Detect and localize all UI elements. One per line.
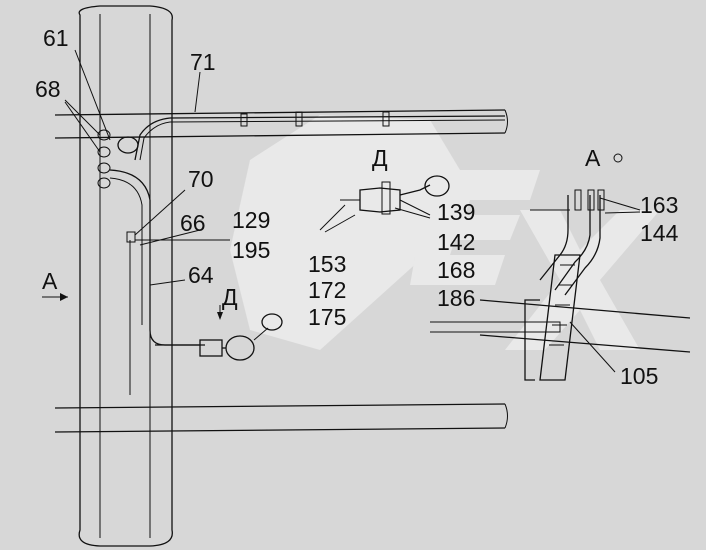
- view-a-left-label: А: [42, 268, 58, 294]
- callout-71: 71: [190, 49, 216, 75]
- callout-139: 139: [437, 199, 475, 225]
- callout-142: 142: [437, 229, 475, 255]
- callout-186: 186: [437, 285, 475, 311]
- callout-172: 172: [308, 277, 346, 303]
- view-d-top-label: Д: [372, 145, 388, 171]
- axle-frame: [430, 299, 691, 353]
- callout-144: 144: [640, 220, 679, 246]
- lower-frame-rail: [54, 403, 508, 433]
- callout-61: 61: [43, 25, 69, 51]
- brake-line-top: [134, 111, 506, 161]
- upper-frame-rail: [54, 109, 508, 139]
- view-d-mid-label: Д: [222, 284, 238, 310]
- callout-163: 163: [640, 192, 678, 218]
- arrowheads: [60, 293, 223, 320]
- view-a-right-label: А: [585, 145, 601, 171]
- callout-168: 168: [437, 257, 475, 283]
- leader-lines: [42, 49, 641, 373]
- callout-153: 153: [308, 251, 346, 277]
- hose-coil: [97, 129, 205, 395]
- right-side-lines: [524, 189, 605, 381]
- view-marker-circle: [613, 153, 623, 163]
- callout-195: 195: [232, 237, 270, 263]
- brake-chamber-upper: [340, 175, 450, 215]
- brake-chamber-lower: [155, 313, 283, 361]
- callout-66: 66: [180, 210, 206, 236]
- callout-64: 64: [188, 262, 214, 288]
- watermark-logo: [230, 115, 660, 350]
- callout-68: 68: [35, 76, 61, 102]
- wheel: [78, 5, 173, 547]
- callout-105: 105: [620, 363, 658, 389]
- callout-129: 129: [232, 207, 270, 233]
- callout-175: 175: [308, 304, 346, 330]
- callout-70: 70: [188, 166, 214, 192]
